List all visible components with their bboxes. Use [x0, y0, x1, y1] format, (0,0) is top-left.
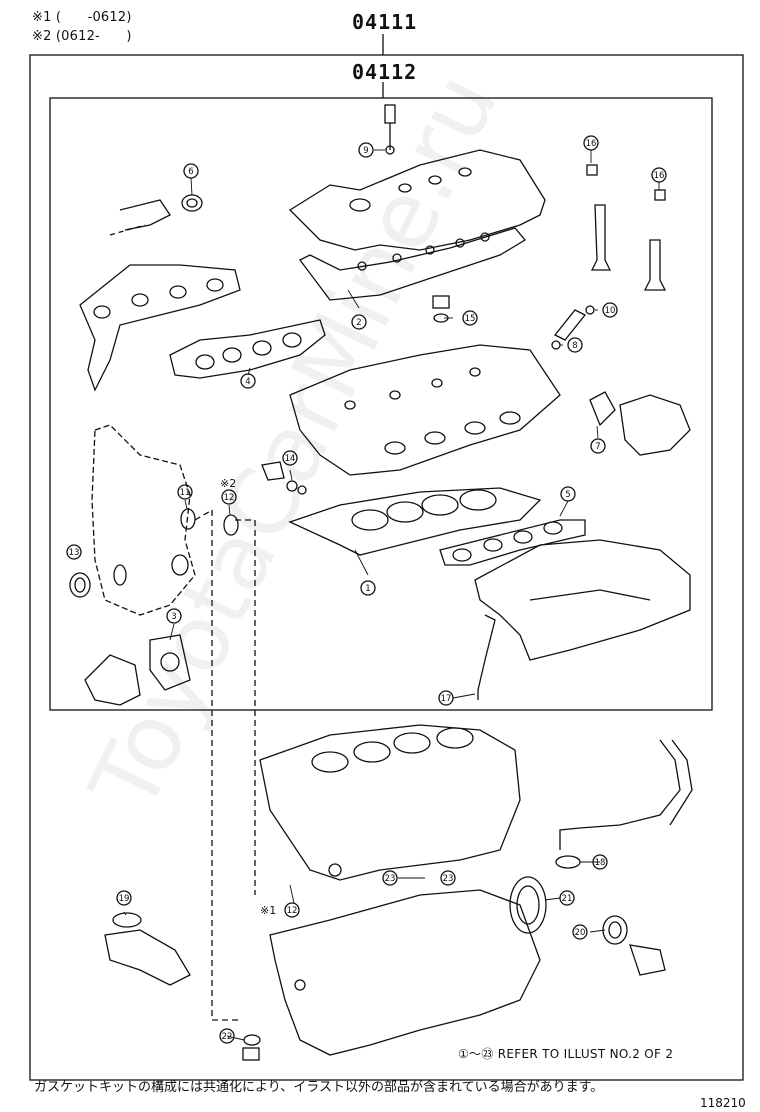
inner-kit-box — [49, 97, 713, 711]
callout-5: 5 — [565, 490, 570, 500]
callout-11: 11 — [180, 488, 191, 498]
reference-note: ①～㉓ REFER TO ILLUST NO.2 OF 2 — [458, 1047, 674, 1061]
engine-valves — [586, 164, 667, 291]
o-rings — [180, 508, 239, 536]
callout-16b: 16 — [654, 171, 665, 181]
callout-19: 19 — [119, 894, 130, 904]
callout-4: 4 — [245, 377, 250, 387]
outer-kit-code: 04111 — [352, 10, 418, 34]
oil-pan — [269, 889, 541, 1056]
water-pipe — [555, 739, 693, 869]
footer-note: ガスケットキットの構成には共通化により、イラスト以外の部品が含まれている場合があ… — [34, 1080, 604, 1095]
oil-strainer — [104, 912, 191, 986]
callout-18: 18 — [595, 858, 606, 868]
cylinder-head — [289, 344, 561, 476]
callout-15: 15 — [465, 314, 476, 324]
callout-16a: 16 — [586, 139, 597, 149]
cylinder-block — [259, 724, 521, 881]
callout-14: 14 — [285, 454, 296, 464]
callout-20: 20 — [575, 928, 586, 938]
cylinder-head-gasket — [288, 487, 542, 556]
callout-23b: 23 — [443, 874, 454, 884]
exhaust-manifold — [79, 199, 241, 392]
exhaust-manifold-gasket — [169, 319, 326, 379]
oil-level-gauge-guide — [477, 614, 496, 700]
note-variant-1: ※1 ( -0612) — [32, 10, 132, 25]
callout-1: 1 — [365, 584, 370, 594]
water-inlet — [589, 391, 691, 456]
callout-10: 10 — [605, 306, 616, 316]
callout-6: 6 — [188, 167, 193, 177]
crankshaft-front-seal — [69, 572, 91, 598]
callout-13: 13 — [69, 548, 80, 558]
timing-chain-cover — [91, 424, 196, 616]
callout-21: 21 — [562, 894, 573, 904]
note-variant-2: ※2 (0612- ) — [32, 29, 132, 44]
intake-manifold — [474, 539, 691, 661]
callout-3: 3 — [171, 612, 176, 622]
callout-9: 9 — [363, 146, 368, 156]
illustration-number: 118210 — [700, 1096, 746, 1110]
dashed-leaders — [194, 509, 256, 1021]
variant-marker-1: ※1 — [260, 904, 276, 917]
camshaft-seal — [181, 194, 203, 212]
intake-manifold-gasket — [439, 519, 586, 566]
water-pump — [84, 634, 191, 706]
head-cover-gasket — [299, 227, 526, 301]
variant-marker-2: ※2 — [220, 477, 236, 490]
callout-circles — [66, 135, 667, 1044]
callout-numbers: 9 6 16 16 2 15 10 8 4 7 14 5 11 12 1 3 1… — [69, 139, 665, 1042]
callout-22: 22 — [222, 1032, 233, 1042]
cover-bolt — [384, 104, 396, 155]
callout-7: 7 — [595, 442, 600, 452]
inner-kit-code: 04112 — [352, 60, 418, 84]
callout-12b: 12 — [287, 906, 298, 916]
callout-leaders — [123, 149, 660, 1041]
drain-plug — [242, 1034, 261, 1061]
callout-8: 8 — [572, 341, 577, 351]
oil-seal — [602, 915, 666, 976]
cylinder-head-cover — [288, 149, 546, 251]
callout-23a: 23 — [385, 874, 396, 884]
callout-17: 17 — [441, 694, 452, 704]
callout-2: 2 — [356, 318, 361, 328]
bolt-washer — [261, 461, 307, 495]
rear-oil-seal — [509, 876, 547, 934]
callout-12: 12 — [224, 493, 235, 503]
outer-kit-box — [29, 54, 744, 1081]
